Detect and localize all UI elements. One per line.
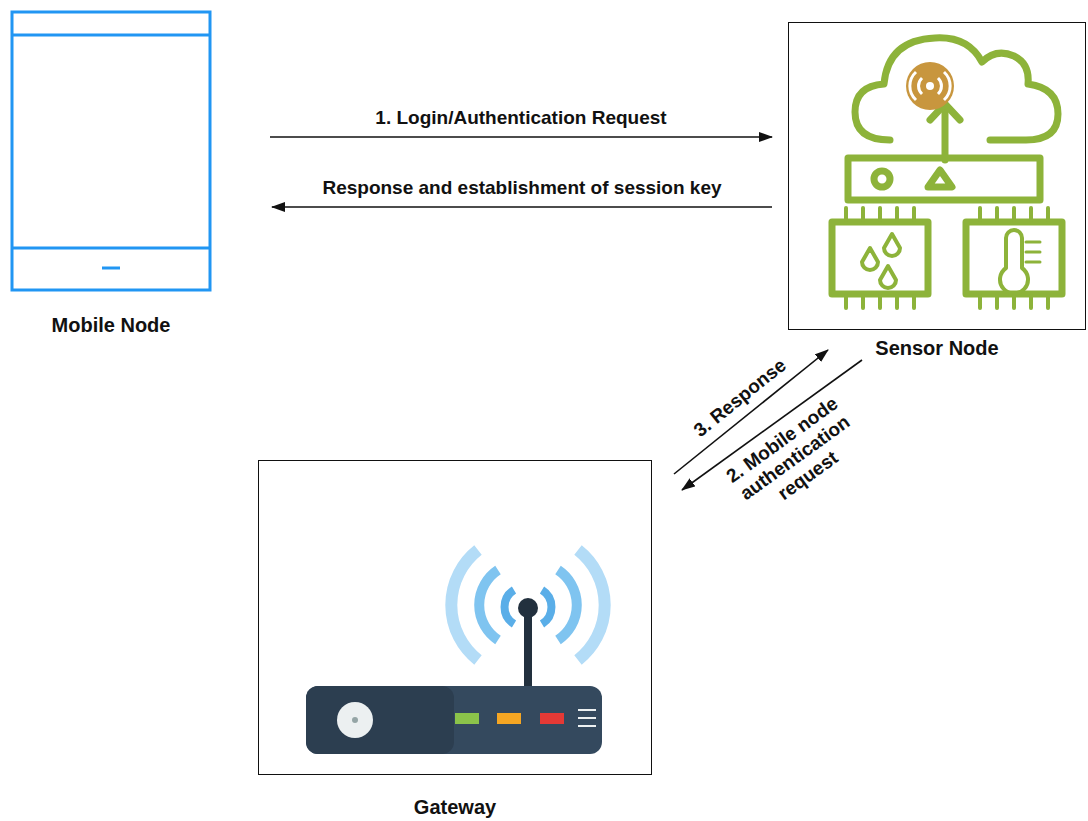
chip-pin: [861, 296, 865, 308]
temperature-chip: [966, 222, 1062, 294]
vent: [578, 717, 596, 719]
antenna: [524, 610, 532, 690]
chip-pin: [1012, 296, 1016, 308]
vent: [578, 725, 596, 727]
chip-pin: [878, 296, 882, 308]
thermometer-tick: [1026, 241, 1040, 244]
water-drop: [884, 234, 900, 256]
vent: [578, 709, 596, 711]
chip-pin: [978, 208, 982, 220]
thermometer: [1000, 230, 1028, 293]
board: [848, 158, 1040, 200]
chip-pin: [844, 208, 848, 220]
chip-pin: [844, 296, 848, 308]
water-drop: [880, 266, 896, 288]
router-icon: [306, 550, 605, 754]
chip-pin: [995, 208, 999, 220]
led-red: [540, 713, 564, 724]
chip-pin: [995, 296, 999, 308]
sensor-icon: [832, 38, 1062, 308]
phone-bottom-bar: [12, 247, 210, 250]
connector-arrow: [270, 136, 772, 138]
signal-center: [926, 82, 934, 90]
chip-pins: [846, 208, 1048, 308]
phone-body: [12, 12, 210, 290]
phone-top-bar: [12, 34, 210, 37]
chip-pin: [912, 208, 916, 220]
router-body-left: [306, 686, 454, 754]
signal-disc: [906, 62, 954, 110]
upload-arrow: [942, 110, 949, 160]
thermometer-tick: [1026, 251, 1040, 254]
chip-pin: [912, 296, 916, 308]
chip-pin: [978, 296, 982, 308]
router-button: [337, 702, 373, 738]
board-knob: [874, 171, 890, 187]
antenna-tip: [518, 598, 538, 618]
node-label: Sensor Node: [875, 337, 998, 360]
board-triangle: [928, 170, 952, 187]
chip-pin: [861, 208, 865, 220]
chip-pin: [1046, 296, 1050, 308]
led-green: [455, 713, 479, 724]
cloud-outline: [855, 38, 1058, 140]
chip-pin: [895, 296, 899, 308]
connector-arrow: [272, 206, 772, 208]
chip-pin: [895, 208, 899, 220]
mobile-node: Mobile Node: [12, 12, 210, 290]
chip-pin: [1012, 208, 1016, 220]
chip-pin: [1046, 208, 1050, 220]
chip-pin: [1029, 208, 1033, 220]
humidity-chip: [832, 222, 928, 294]
signal-waves: [910, 72, 950, 100]
water-drop: [862, 248, 878, 270]
node-label: Gateway: [414, 796, 496, 819]
sensor-node: Sensor Node: [788, 22, 1086, 330]
phone-icon: [12, 12, 210, 290]
edge-label: 3. Response: [689, 354, 790, 441]
led-orange: [497, 713, 521, 724]
router-button-dot: [352, 717, 358, 723]
router-body: [306, 686, 602, 754]
node-label: Mobile Node: [52, 314, 171, 337]
phone-button: [102, 267, 120, 270]
chip-pin: [1029, 296, 1033, 308]
edge-label: 1. Login/Authentication Request: [375, 107, 666, 129]
gateway-node: Gateway: [258, 460, 652, 775]
chip-pin: [878, 208, 882, 220]
thermometer-tick: [1026, 261, 1040, 264]
edge-label: Response and establishment of session ke…: [322, 177, 721, 199]
signal-dot: [906, 62, 954, 110]
